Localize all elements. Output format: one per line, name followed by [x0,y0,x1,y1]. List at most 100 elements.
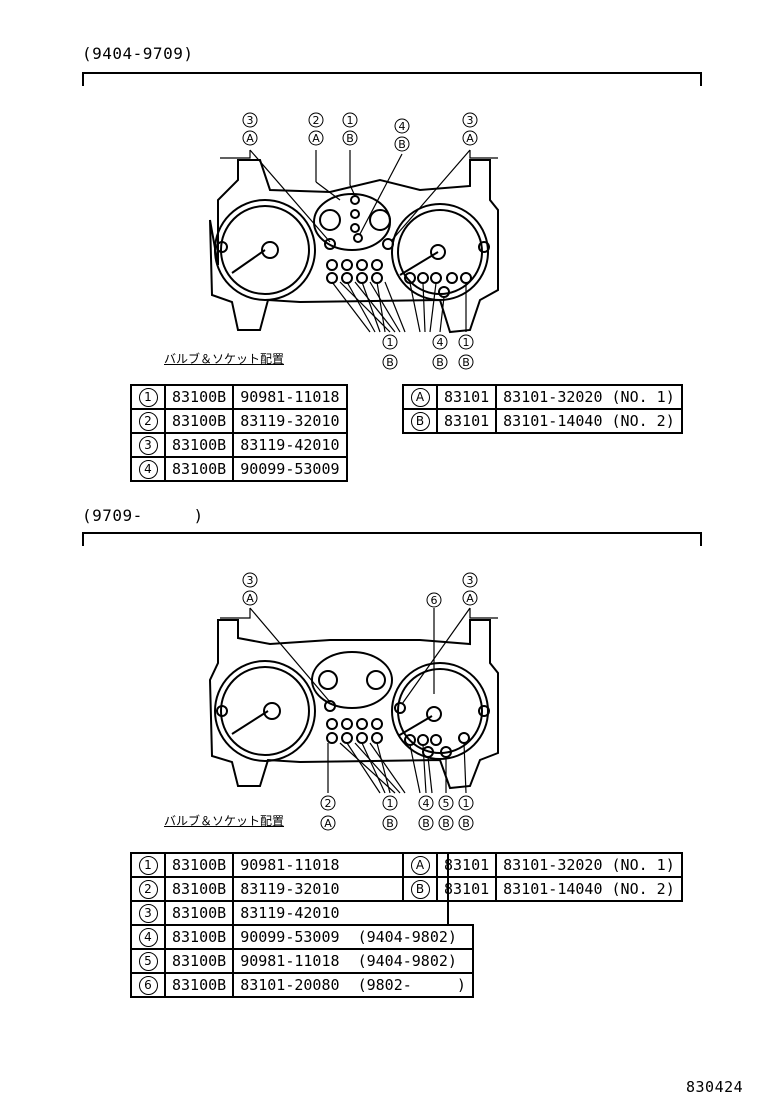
socket-table-2: A 83101 83101-32020 (NO. 1) B 83101 8310… [402,852,683,902]
table-row: 2 83100B 83119-32010 [130,408,348,434]
callout-num: 1 [463,797,470,810]
callout-letter: B [398,138,406,151]
bulb-part: 83119-32010 [232,408,348,434]
socket-table-1: A 83101 83101-32020 (NO. 1) B 83101 8310… [402,384,683,434]
period-label-2: (9709- ) [82,506,204,525]
section-bracket-1 [82,72,702,86]
socket-code: 83101 [435,384,498,410]
callout-letter: A [324,817,332,830]
callout-num: 2 [325,797,332,810]
callout-letter: B [346,132,354,145]
bulb-part: 90099-53009 [232,456,348,482]
bulb-code: 83100B [163,972,235,998]
callout-num: 3 [247,574,254,587]
callout-num: 4 [437,336,444,349]
callout-letter: A [312,132,320,145]
bulb-part: 83119-42010 [232,900,450,926]
socket-part: 83101-14040 (NO. 2) [495,876,683,902]
bulb-key: 2 [138,412,158,431]
callout-letter: B [436,356,444,369]
socket-key: B [410,412,430,431]
callout-num: 5 [443,797,450,810]
callout-num: 3 [467,574,474,587]
callout-letter: B [386,356,394,369]
table-row: 4 83100B 90099-53009 (9404-9802) [130,924,474,950]
callout-num: 4 [399,120,406,133]
bulb-part-with-note: 83101-20080 (9802- ) [232,972,474,998]
callout-letter: A [466,132,474,145]
period-label-1: (9404-9709) [82,44,194,63]
callout-num: 3 [247,114,254,127]
callout-letter: A [246,132,254,145]
callout-letter: B [442,817,450,830]
bulb-key: 6 [138,976,158,995]
table-row: 5 83100B 90981-11018 (9404-9802) [130,948,474,974]
bulb-code: 83100B [163,924,235,950]
callout-num: 1 [347,114,354,127]
bulb-part: 90099-53009 [240,928,340,946]
bulb-part-with-note: 90981-11018 (9404-9802) [232,948,474,974]
bulb-part: 90981-11018 [240,952,340,970]
socket-code: 83101 [435,408,498,434]
bulb-code: 83100B [163,432,235,458]
callout-num: 3 [467,114,474,127]
table-row: 6 83100B 83101-20080 (9802- ) [130,972,474,998]
socket-part: 83101-14040 (NO. 2) [495,408,683,434]
callout-letter: B [462,817,470,830]
callout-num: 6 [431,594,438,607]
callout-num: 1 [463,336,470,349]
table-row: B 83101 83101-14040 (NO. 2) [402,408,683,434]
table-row: 3 83100B 83119-42010 [130,432,348,458]
bulb-code: 83100B [163,408,235,434]
diagram-title-2: バルブ＆ソケット配置 [164,814,285,828]
table-row: 3 83100B 83119-42010 [130,900,473,926]
bulb-table-2: 1 83100B 90981-11018 2 83100B 83119-3201… [130,852,474,998]
callout-letter: A [246,592,254,605]
socket-key: A [410,388,430,407]
bulb-key: 1 [138,856,158,875]
callout-num: 4 [423,797,430,810]
bulb-key: 2 [138,880,158,899]
callout-letter: B [462,356,470,369]
bulb-code: 83100B [163,900,235,926]
section-bracket-2 [82,532,702,546]
callout-num: 2 [313,114,320,127]
bulb-key: 1 [138,388,158,407]
table-row: 4 83100B 90099-53009 [130,456,348,482]
bulb-note: (9802- ) [357,976,466,994]
bulb-code: 83100B [163,948,235,974]
bulb-table-1: 1 83100B 90981-11018 2 83100B 83119-3201… [130,384,348,482]
callout-num: 1 [387,336,394,349]
callout-letter: A [466,592,474,605]
socket-code: 83101 [435,852,498,878]
socket-key: A [410,856,430,875]
bulb-part: 83101-20080 [240,976,340,994]
socket-part: 83101-32020 (NO. 1) [495,852,683,878]
table-row: B 83101 83101-14040 (NO. 2) [402,876,683,902]
bulb-code: 83100B [163,852,235,878]
bulb-key: 3 [138,904,158,923]
bulb-code: 83100B [163,876,235,902]
socket-part: 83101-32020 (NO. 1) [495,384,683,410]
bulb-note: (9404-9802) [357,928,457,946]
table-row: A 83101 83101-32020 (NO. 1) [402,384,683,410]
socket-key: B [410,880,430,899]
bulb-key: 4 [138,460,158,479]
table-row: 1 83100B 90981-11018 [130,384,348,410]
socket-code: 83101 [435,876,498,902]
cluster-diagram-2: 3 A 6 3 A 2 A 1 B 4 B 5 B 1 B [208,572,499,831]
bulb-part: 90981-11018 [232,384,348,410]
drawing-id: 830424 [686,1078,744,1096]
bulb-key: 3 [138,436,158,455]
callout-letter: B [422,817,430,830]
table-row: A 83101 83101-32020 (NO. 1) [402,852,683,878]
cluster-diagram-1: 3 A 2 A 1 B 4 B 3 A 1 B 4 B 1 B [209,112,499,370]
bulb-code: 83100B [163,384,235,410]
bulb-note: (9404-9802) [357,952,457,970]
bulb-key: 5 [138,952,158,971]
bulb-code: 83100B [163,456,235,482]
callout-letter: B [386,817,394,830]
callout-num: 1 [387,797,394,810]
diagram-title-1: バルブ＆ソケット配置 [164,352,285,366]
bulb-part: 83119-42010 [232,432,348,458]
